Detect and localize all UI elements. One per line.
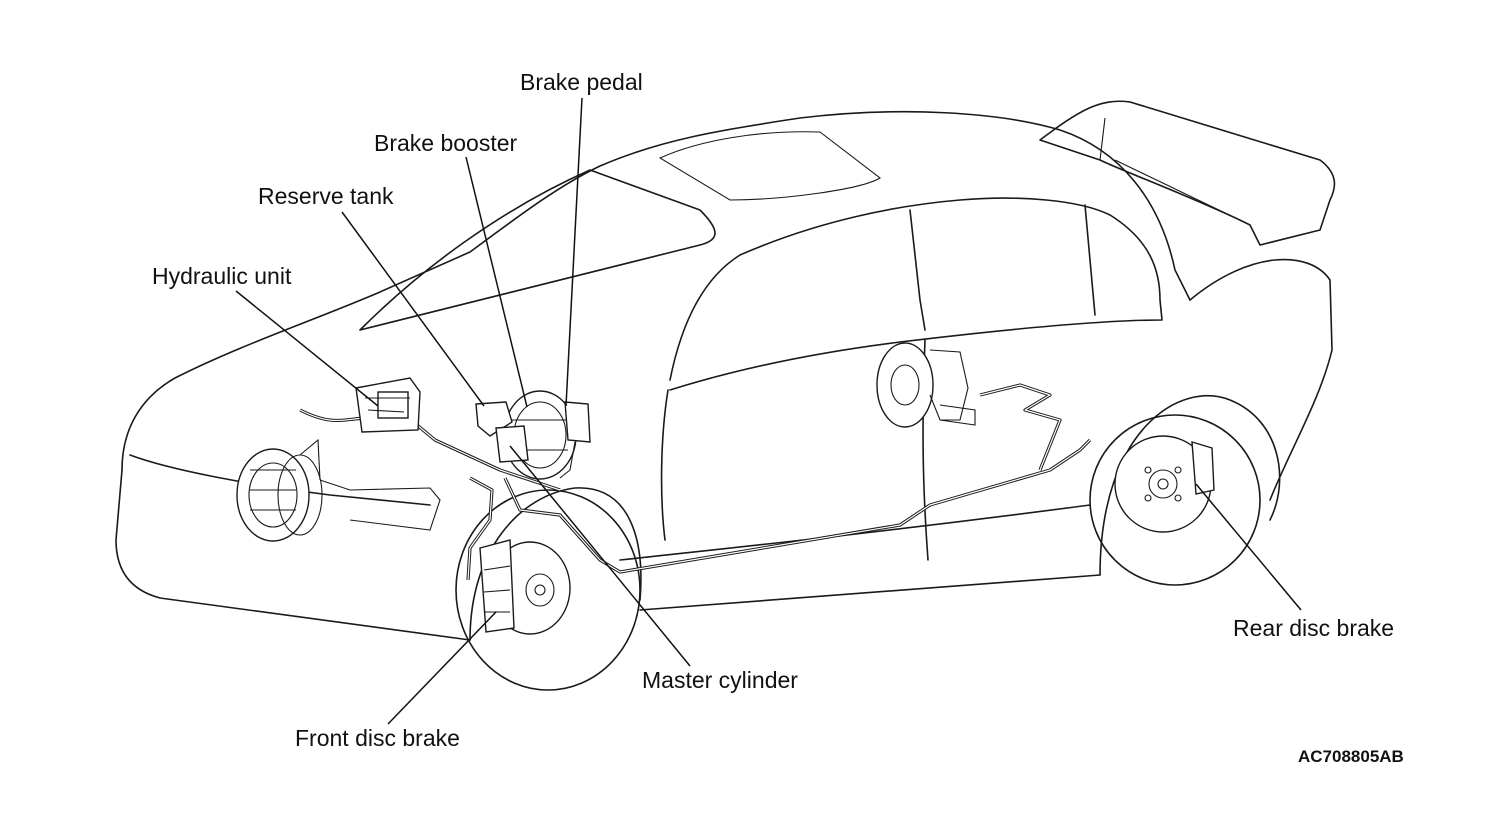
leader-front-disc-brake (387, 611, 497, 725)
front-disc-left-part (236, 438, 441, 542)
leader-lines (235, 97, 1302, 725)
leader-reserve-tank (341, 211, 485, 407)
rear-disc-left-part (876, 342, 976, 428)
label-reserve-tank: Reserve tank (258, 183, 394, 209)
leader-master-cylinder (509, 445, 691, 667)
leader-brake-booster (465, 156, 528, 408)
label-rear-disc-brake: Rear disc brake (1233, 615, 1395, 641)
label-hydraulic-unit: Hydraulic unit (152, 263, 292, 289)
leader-brake-pedal (565, 97, 583, 407)
rear-disc-brake-part (1114, 435, 1215, 533)
hydraulic-unit-part (355, 377, 421, 433)
brake-pedal-part (559, 401, 591, 479)
brake-lines (299, 383, 1092, 581)
front-disc-brake-part (479, 539, 571, 635)
label-brake-booster: Brake booster (374, 130, 518, 156)
leader-rear-disc-brake (1195, 483, 1302, 611)
master-cylinder-part (495, 425, 529, 463)
label-master-cylinder: Master cylinder (642, 667, 798, 693)
label-brake-pedal: Brake pedal (520, 69, 643, 95)
leader-hydraulic-unit (235, 290, 379, 407)
figure-code: AC708805AB (1298, 747, 1404, 766)
label-front-disc-brake: Front disc brake (295, 725, 460, 751)
car-body-outline (115, 100, 1336, 691)
